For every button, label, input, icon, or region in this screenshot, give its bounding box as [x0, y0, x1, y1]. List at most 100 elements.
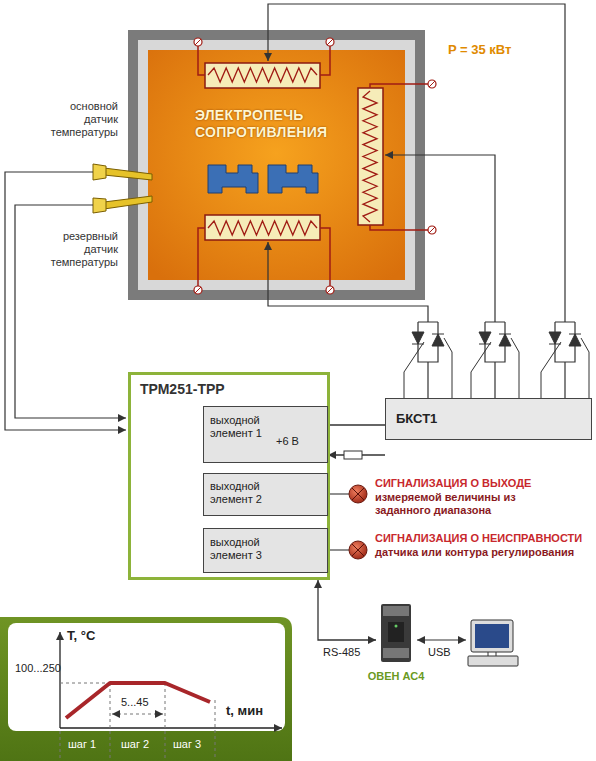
label-text: 100...250 — [15, 662, 61, 675]
label-text: основной датчик температуры — [36, 100, 118, 140]
drawing-part — [428, 80, 436, 88]
drawing-part — [429, 227, 435, 233]
connector — [318, 580, 376, 640]
node-text: ТРМ251-ТРР — [140, 381, 225, 398]
temperature-sensor — [93, 164, 152, 213]
drawing-part — [385, 155, 495, 322]
drawing-part — [432, 334, 444, 346]
sensor-wire — [5, 172, 126, 430]
node-text: выходной элемент 2 — [210, 480, 282, 506]
drawing-part — [499, 334, 511, 346]
drawing-part — [395, 625, 398, 628]
drawing-part — [15, 205, 126, 418]
connector — [328, 424, 385, 425]
drawing-part — [549, 332, 561, 344]
drawing-part — [352, 488, 364, 556]
node-text: БКСТ1 — [396, 411, 437, 427]
chart-panel — [0, 617, 292, 761]
label-text: 5...45 — [121, 696, 149, 709]
label-text: резервный датчик температуры — [36, 230, 118, 270]
drawing-part — [358, 88, 383, 225]
drawing-part — [327, 287, 333, 293]
heater-coil — [363, 91, 377, 222]
drawing-part — [5, 172, 126, 430]
drawing-part — [541, 338, 589, 398]
resistor-symbol — [344, 451, 362, 459]
label-text: измеряемой величины из заданного диапазо… — [375, 491, 535, 517]
drawing-part — [194, 38, 202, 46]
drawing-part — [327, 39, 333, 45]
usb-wire — [417, 639, 466, 640]
converter-icon — [381, 604, 411, 662]
drawing-part — [93, 164, 106, 180]
edge-label: RS-485 — [323, 646, 360, 659]
output-element: выходной элемент 2 — [203, 473, 328, 516]
label-text: P = 35 кВт — [448, 42, 511, 58]
drawing-part — [148, 50, 405, 280]
drawing-part — [404, 338, 452, 398]
drawing-part — [138, 40, 415, 290]
drawing-part — [569, 334, 581, 346]
label-text: СИГНАЛИЗАЦИЯ О ВЫХОДЕ — [375, 477, 531, 490]
thyristor-pair — [404, 322, 589, 398]
drawing-part — [112, 714, 163, 715]
converter-box: ОВЕН АС4 — [376, 600, 416, 686]
output-element: выходной элемент 3 — [203, 528, 328, 573]
node-text: +6 В — [276, 435, 299, 448]
node-text: выходной элемент 3 — [210, 536, 282, 562]
drawing-part — [383, 606, 409, 616]
drawing-part — [388, 622, 404, 642]
workpiece — [208, 165, 318, 193]
drawing-part — [205, 215, 320, 240]
drawing-part — [381, 604, 411, 662]
drawing-part — [198, 46, 205, 75]
controller-box: ТРМ251-ТРР выходной элемент 1+6 В выходной… — [128, 372, 330, 580]
drawing-part — [475, 624, 509, 648]
drawing-part — [195, 287, 201, 293]
drawing-part — [326, 286, 334, 294]
furnace-box: ЭЛЕКТРОПЕЧЬ СОПРОТИВЛЕНИЯ — [148, 50, 405, 280]
drawing-part — [104, 168, 152, 180]
node-text: выходной элемент 1 — [210, 414, 282, 440]
heater-leads — [198, 46, 428, 286]
drawing-part — [60, 683, 215, 758]
drawing-part — [370, 225, 428, 230]
label-text: датчика или контура регулирования — [375, 546, 593, 559]
heater-coil — [208, 221, 317, 235]
thyristor-pair — [471, 322, 519, 398]
drawing-part — [488, 652, 496, 656]
drawing-part — [0, 617, 292, 761]
node-text: ОВЕН АС4 — [354, 670, 438, 683]
drawing-part — [268, 242, 428, 322]
label-text: шаг 1 — [68, 738, 96, 751]
drawing-part — [428, 226, 436, 234]
drawing-part — [195, 39, 201, 45]
label-text: шаг 2 — [121, 738, 149, 751]
drawing-part — [60, 727, 282, 728]
drawing-part — [412, 332, 424, 344]
power-unit-box: БКСТ1 — [385, 398, 592, 440]
label-text: шаг 3 — [173, 738, 201, 751]
drawing-part — [268, 165, 318, 193]
drawing-part — [205, 63, 320, 88]
label-text: СИГНАЛИЗАЦИЯ О НЕИСПРАВНОСТИ — [375, 532, 582, 545]
drawing-part — [66, 683, 210, 718]
computer-icon — [468, 620, 518, 666]
node-text: ЭЛЕКТРОПЕЧЬ СОПРОТИВЛЕНИЯ — [195, 107, 340, 141]
label-text: USB — [428, 646, 451, 659]
drawing-part — [208, 165, 258, 193]
thyristor-pair — [404, 322, 452, 398]
drawing-part — [370, 84, 428, 88]
drawing-part — [429, 81, 435, 87]
drawing-part — [8, 623, 285, 731]
drawing-part — [320, 46, 330, 75]
drawing-part — [104, 196, 152, 209]
label-text: t, мин — [226, 703, 263, 719]
drawing-part — [128, 30, 425, 300]
furnace-housing — [128, 30, 425, 300]
drawing-part — [59, 632, 60, 728]
heater-coil — [208, 68, 317, 82]
drawing-part — [326, 38, 334, 46]
signal-lamp — [349, 485, 367, 559]
